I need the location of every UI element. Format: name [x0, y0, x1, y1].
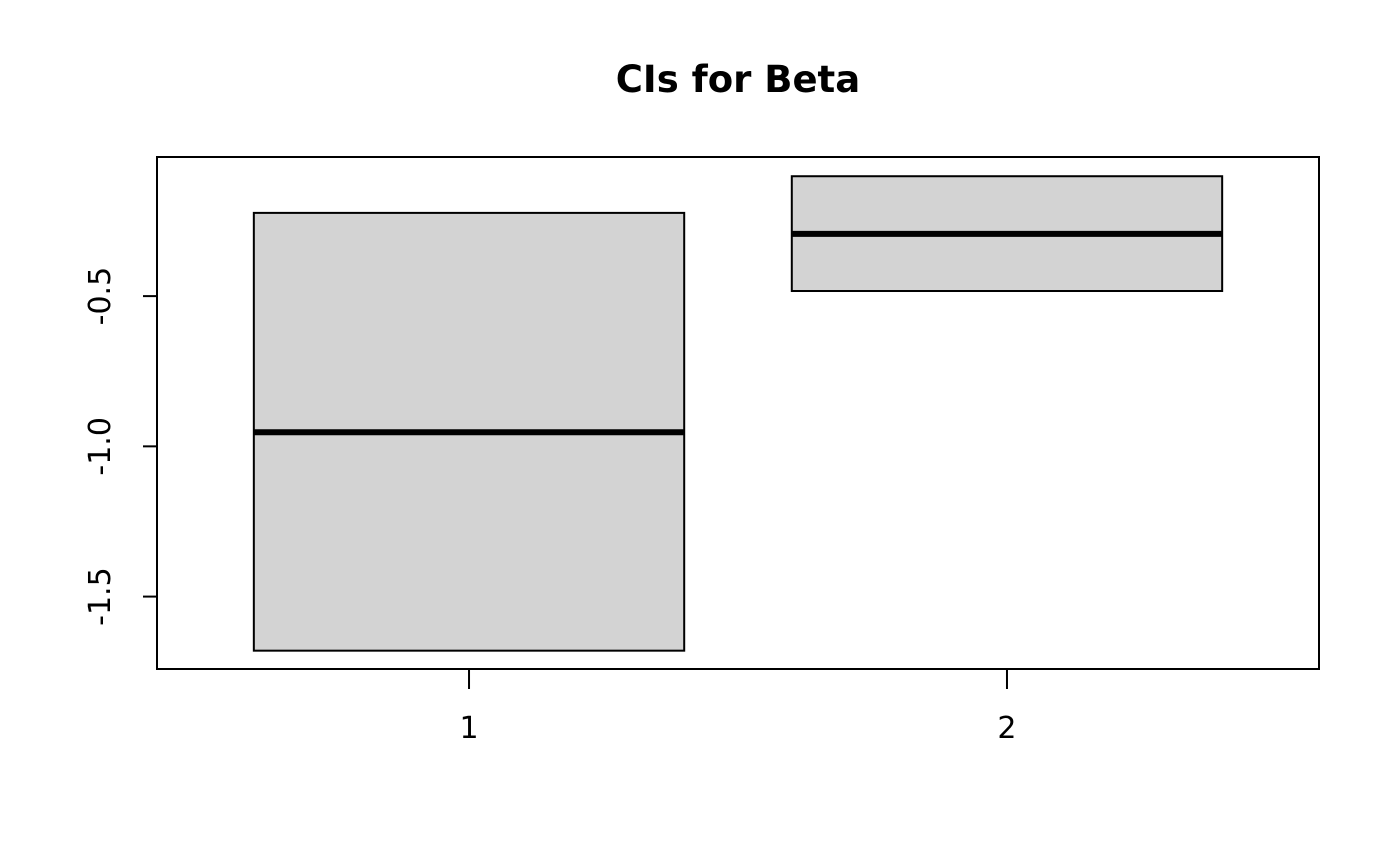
y-tick-label: -0.5 [83, 267, 118, 326]
box-group-1 [252, 211, 686, 652]
boxes-layer [252, 175, 1224, 652]
y-tick-label: -1.5 [83, 567, 118, 626]
x-tick-label: 1 [459, 711, 478, 746]
box-group-2 [790, 175, 1224, 293]
y-axis: -1.5 -1.0 -0.5 [83, 267, 158, 626]
x-tick-label: 2 [997, 711, 1016, 746]
y-tick-label: -1.0 [83, 417, 118, 476]
chart-title: CIs for Beta [616, 58, 860, 101]
